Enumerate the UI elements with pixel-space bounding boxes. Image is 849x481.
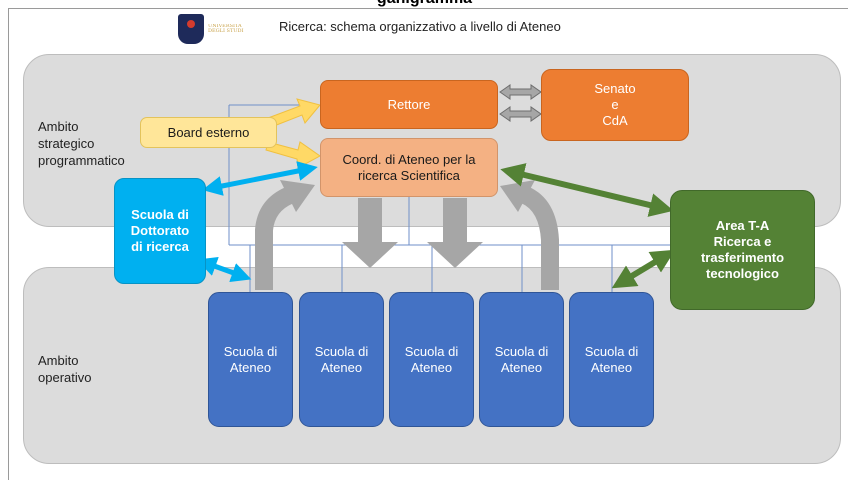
scuola-ateneo-box: Scuola di Ateneo xyxy=(569,292,654,427)
dottorato-scuola-arrow xyxy=(196,256,252,283)
operative-band-label: Ambito operativo xyxy=(38,353,92,385)
area-ta-box: Area T-A Ricerca e trasferimento tecnolo… xyxy=(670,190,815,310)
scuola-ateneo-box: Scuola di Ateneo xyxy=(208,292,293,427)
strategic-band-label: Ambito strategico programmatico xyxy=(38,119,125,168)
senato-cda-box: Senato e CdA xyxy=(541,69,689,141)
curved-up-arrows xyxy=(255,186,559,290)
partial-heading: ganigramma xyxy=(0,0,849,8)
page-frame xyxy=(8,8,848,480)
logo-text: UNIVERSITÀ DEGLI STUDI xyxy=(208,24,244,34)
rettore-senato-arrows xyxy=(499,84,542,122)
coord-area-arrow xyxy=(500,163,674,217)
university-logo xyxy=(178,14,204,44)
scuola-ateneo-box: Scuola di Ateneo xyxy=(299,292,384,427)
scuola-ateneo-box: Scuola di Ateneo xyxy=(479,292,564,427)
board-esterno-box: Board esterno xyxy=(140,117,277,148)
dottorato-coord-arrow xyxy=(202,161,318,196)
scuola-ateneo-box: Scuola di Ateneo xyxy=(389,292,474,427)
coord-ricerca-box: Coord. di Ateneo per la ricerca Scientif… xyxy=(320,138,498,197)
diagram-title: Ricerca: schema organizzativo a livello … xyxy=(279,19,561,34)
scuola-area-arrow xyxy=(611,249,676,289)
rettore-box: Rettore xyxy=(320,80,498,129)
scuola-dottorato-box: Scuola di Dottorato di ricerca xyxy=(114,178,206,284)
down-arrows xyxy=(342,198,483,268)
